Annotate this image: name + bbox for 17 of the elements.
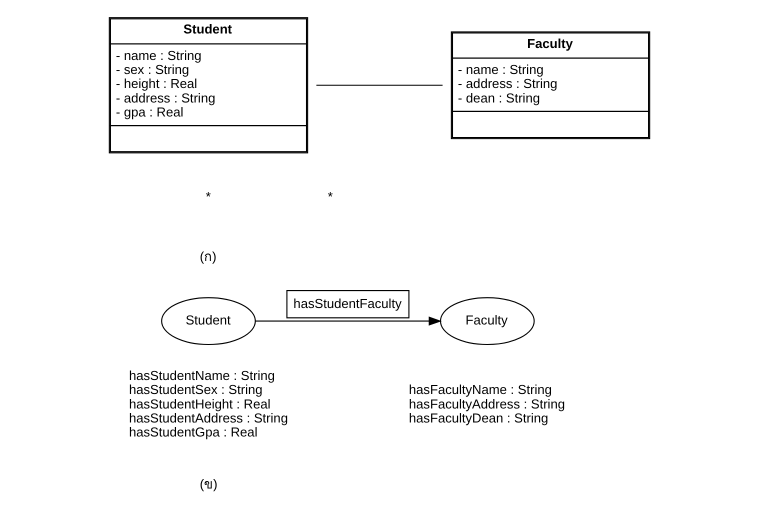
node-label: hasFacultyAddress : String bbox=[408, 396, 566, 411]
node-label: hasStudentHeight : Real bbox=[128, 396, 271, 411]
node-ellipse: Faculty bbox=[440, 296, 535, 345]
node-ellipse: Student bbox=[161, 296, 256, 345]
label: (ข) bbox=[200, 476, 218, 491]
label: * bbox=[206, 188, 211, 204]
arrow bbox=[255, 316, 442, 326]
node-label: hasStudentSex : String bbox=[128, 382, 263, 397]
node-label: hasFacultyName : String bbox=[408, 382, 552, 397]
node-label: hasStudentGpa : Real bbox=[128, 424, 258, 440]
connector bbox=[316, 84, 443, 86]
label: (ก) bbox=[200, 248, 216, 264]
edge-label: hasStudentFaculty bbox=[293, 296, 402, 311]
node-label: hasStudentName : String bbox=[128, 368, 275, 383]
node-label: hasStudentAddress : String bbox=[128, 410, 288, 426]
label: * bbox=[328, 188, 333, 204]
node-label: hasFacultyDean : String bbox=[408, 410, 548, 426]
